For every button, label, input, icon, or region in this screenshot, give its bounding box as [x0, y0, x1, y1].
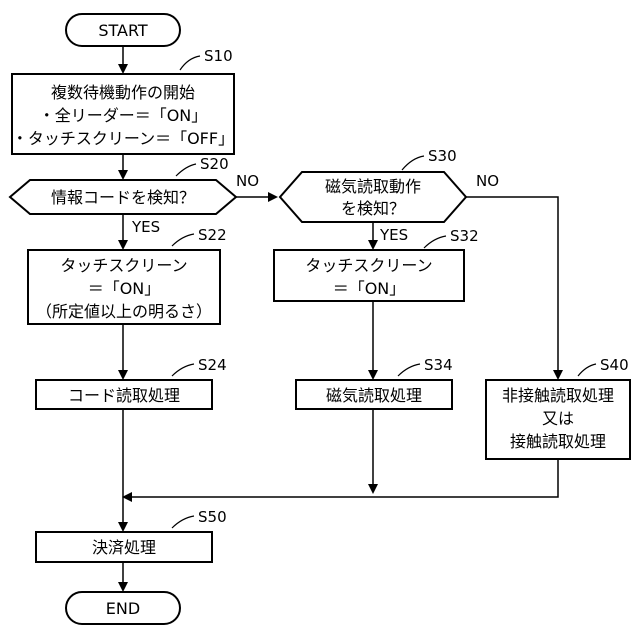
s20-leader-line — [176, 164, 196, 176]
arrowhead — [118, 582, 128, 592]
s32-line-2: ＝「ON」 — [333, 279, 406, 298]
s40-leader-line — [578, 364, 596, 376]
arrowhead — [118, 370, 128, 380]
start-label: START — [98, 21, 148, 40]
s10-line-1: 複数待機動作の開始 — [51, 83, 195, 102]
connector-s40-merge — [128, 459, 558, 497]
s30-yes-label: YES — [379, 226, 408, 244]
s32-step-label: S32 — [450, 227, 479, 245]
arrowhead — [368, 370, 378, 380]
s20-question: 情報コードを検知？ — [51, 188, 195, 207]
arrowhead — [553, 370, 563, 380]
s40-line-1: 非接触読取処理 — [502, 386, 614, 405]
s32-leader-line — [424, 236, 446, 248]
s20-no-label: NO — [236, 172, 259, 190]
s22-line-1: タッチスクリーン — [60, 256, 187, 275]
s24-step-label: S24 — [198, 356, 227, 374]
s30-step-label: S30 — [428, 147, 457, 165]
s20-yes-label: YES — [131, 218, 160, 236]
s34-label: 磁気読取処理 — [326, 386, 422, 405]
s22-line-2: ＝「ON」 — [88, 279, 161, 298]
s32-line-1: タッチスクリーン — [305, 256, 432, 275]
s50-leader-line — [172, 516, 194, 528]
arrowhead — [118, 522, 128, 532]
s34-step-label: S34 — [424, 356, 453, 374]
s50-label: 決済処理 — [92, 538, 156, 557]
s10-line-3: ・タッチスクリーン＝「OFF」 — [12, 129, 234, 148]
arrowhead — [368, 484, 378, 494]
s10-line-2: ・全リーダー＝「ON」 — [39, 106, 208, 125]
s34-leader-line — [398, 364, 420, 376]
s22-line-3: （所定値以上の明るさ） — [36, 302, 212, 321]
end-label: END — [106, 599, 140, 618]
s22-leader-line — [172, 234, 194, 246]
s30-no-label: NO — [476, 172, 499, 190]
connector-s30-no-s40 — [466, 197, 558, 374]
s20-step-label: S20 — [200, 155, 229, 173]
s40-line-2: 又は — [542, 409, 574, 428]
arrowhead — [268, 192, 278, 202]
s10-leader-line — [180, 56, 200, 70]
s40-line-3: 接触読取処理 — [510, 432, 606, 451]
s40-step-label: S40 — [600, 356, 629, 374]
s10-step-label: S10 — [204, 47, 233, 65]
arrowhead — [368, 240, 378, 250]
arrowhead — [118, 64, 128, 74]
s30-leader-line — [402, 156, 424, 170]
s22-step-label: S22 — [198, 226, 227, 244]
s30-line-2: を検知？ — [341, 199, 405, 218]
s50-step-label: S50 — [198, 508, 227, 526]
s24-leader-line — [172, 364, 194, 376]
arrowhead — [118, 170, 128, 180]
s30-line-1: 磁気読取動作 — [325, 177, 421, 196]
arrowhead — [118, 240, 128, 250]
s24-label: コード読取処理 — [68, 386, 180, 405]
